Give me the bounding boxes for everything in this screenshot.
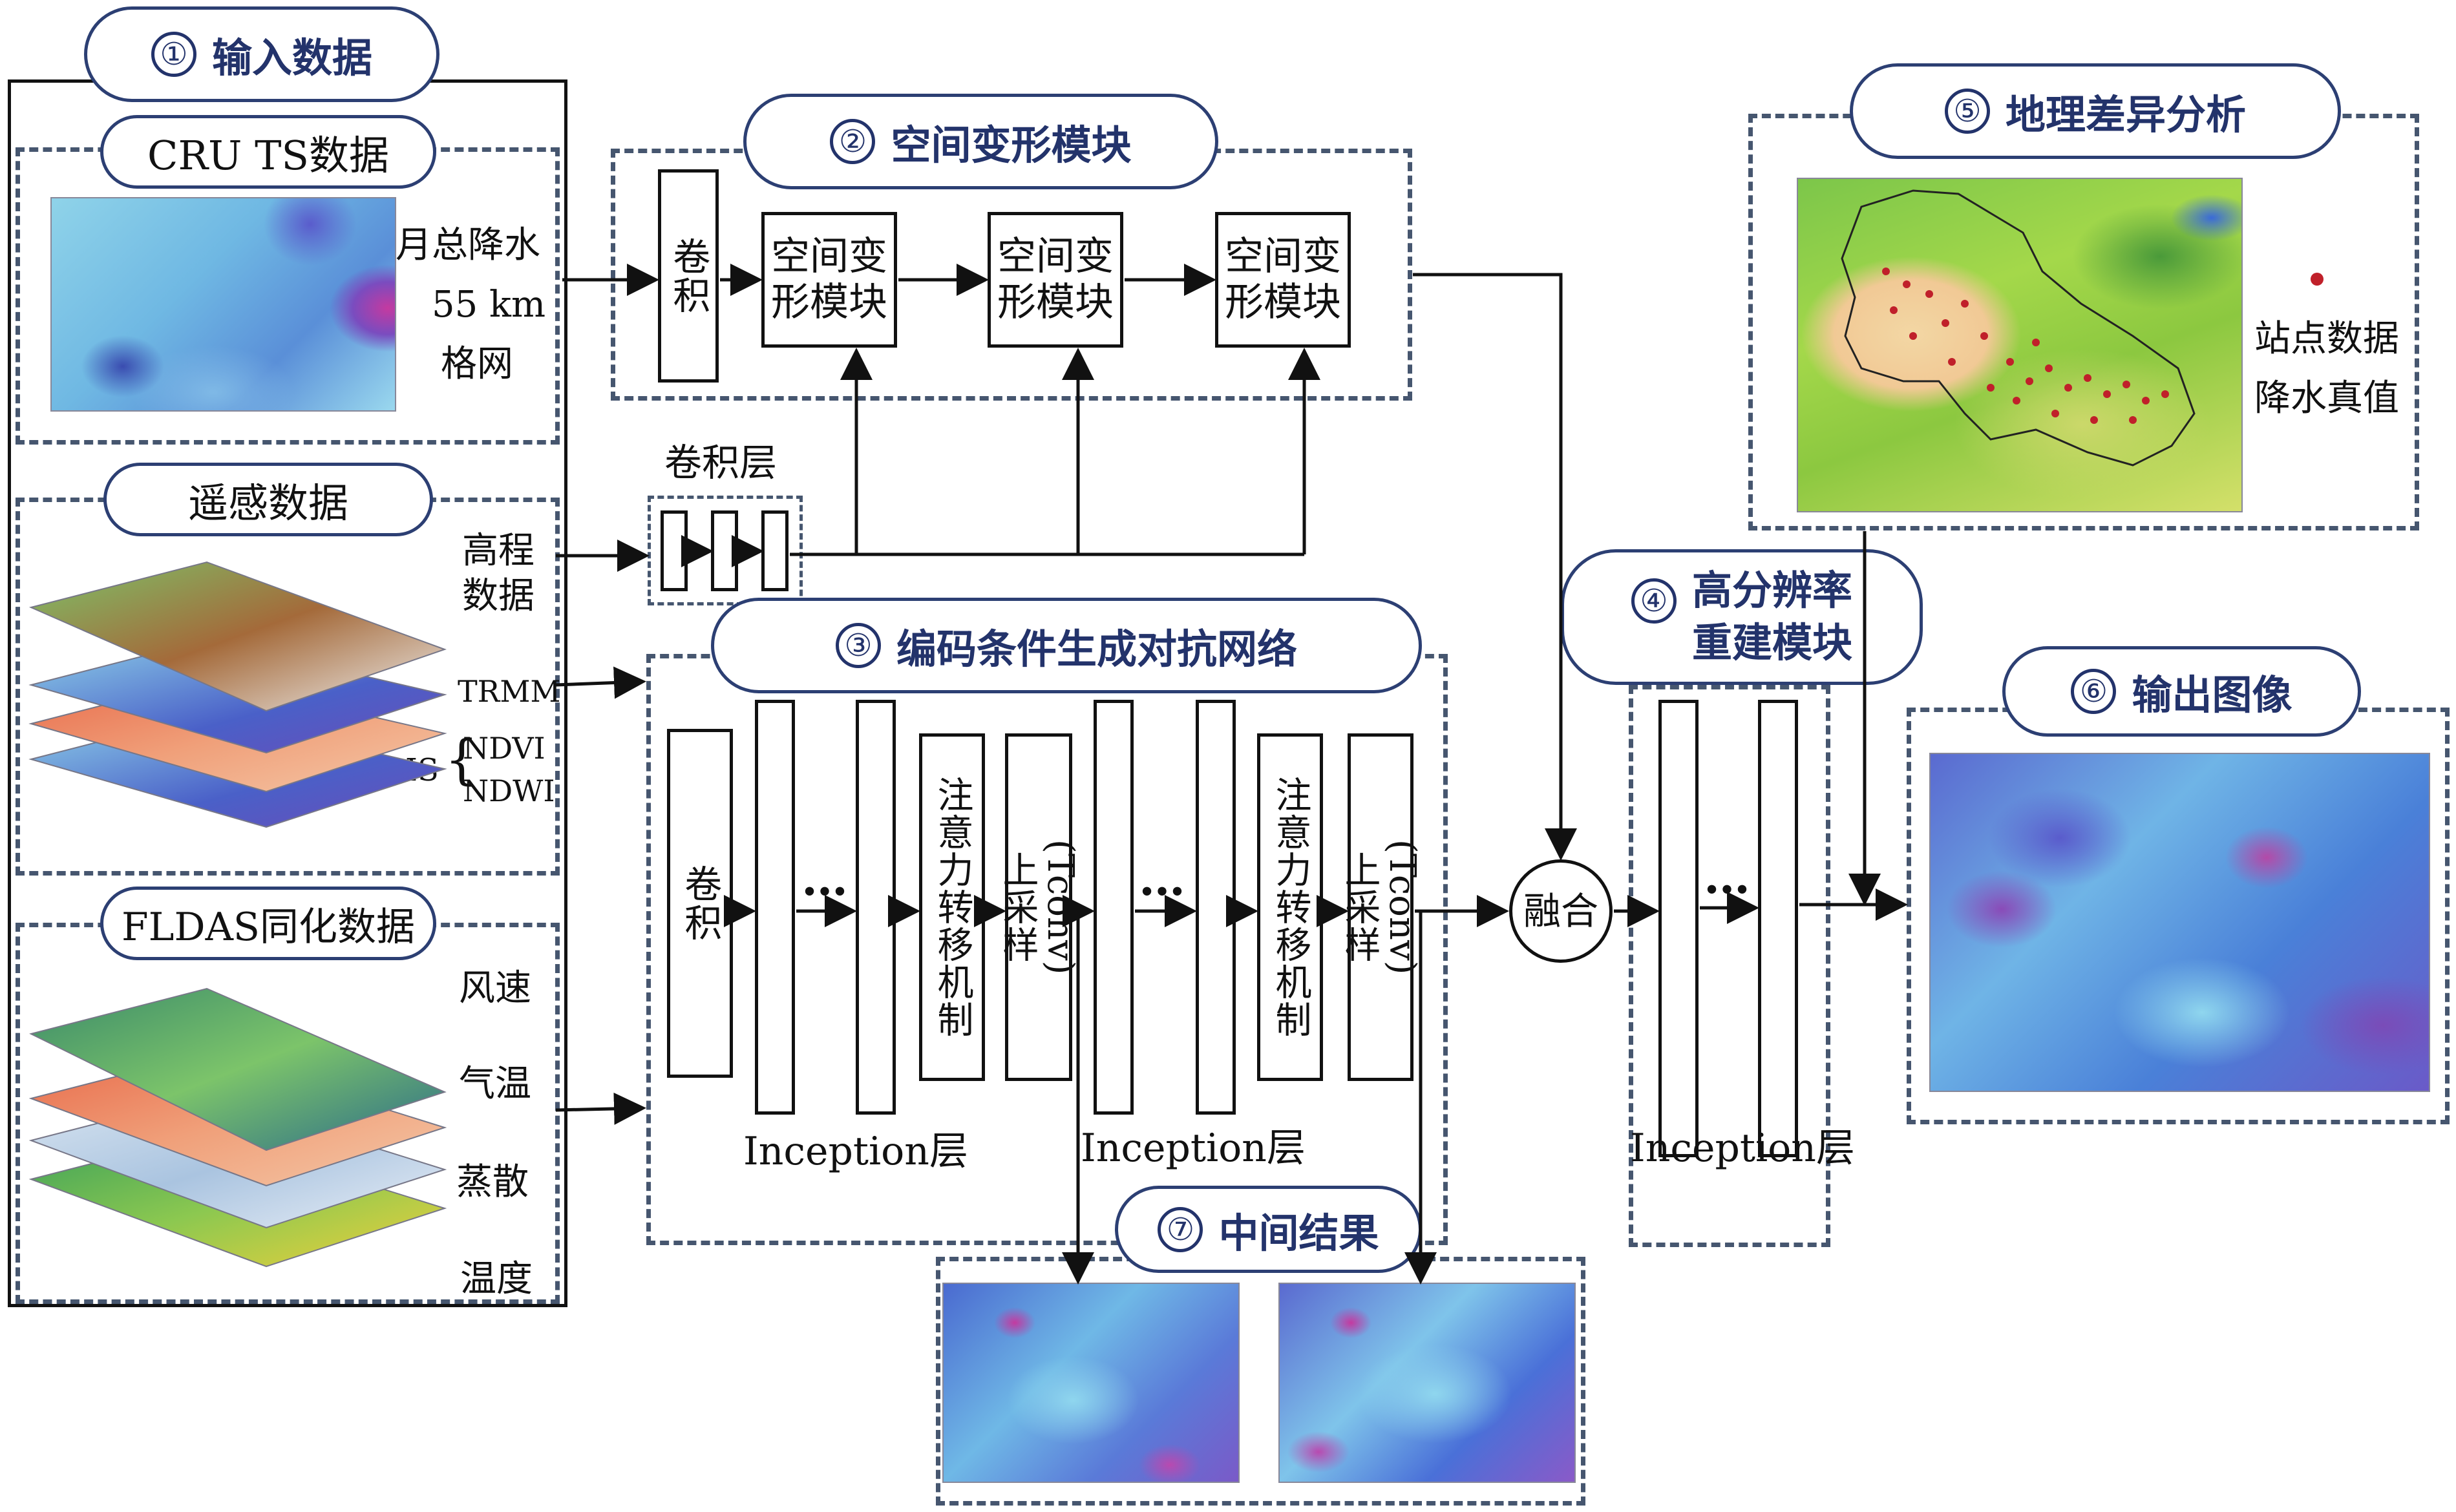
modis-brace: { bbox=[445, 730, 479, 791]
spatial-transform-block-2: 空间变 形模块 bbox=[988, 212, 1123, 348]
inception-label-3: Inception层 bbox=[1630, 1126, 1855, 1171]
intermediate-map-1 bbox=[942, 1283, 1240, 1483]
land-cover-station-map bbox=[1797, 178, 2243, 512]
inception-label-1: Inception层 bbox=[743, 1129, 968, 1174]
hires-title: ④ 高分辨率 重建模块 bbox=[1561, 549, 1923, 685]
ndwi-label: NDWI bbox=[463, 773, 555, 808]
section-number: ⑤ bbox=[1944, 89, 1990, 134]
hires-panel bbox=[1629, 685, 1830, 1247]
section-title: 编码条件生成对抗网络 bbox=[896, 625, 1297, 673]
section-number: ⑥ bbox=[2071, 669, 2117, 714]
spatial-transform-block-1: 空间变 形模块 bbox=[761, 212, 897, 348]
precip-truth-label: 降水真值 bbox=[2254, 377, 2399, 419]
inception-label-2: Inception层 bbox=[1081, 1126, 1306, 1171]
section-number: ④ bbox=[1631, 578, 1677, 624]
geo-analysis-title: ⑤ 地理差异分析 bbox=[1850, 63, 2341, 159]
inception-bar-3 bbox=[1094, 700, 1134, 1115]
ndvi-label: NDVI bbox=[463, 731, 545, 766]
section-title: 中间结果 bbox=[1218, 1209, 1379, 1257]
intermediate-results-title: ⑦ 中间结果 bbox=[1115, 1186, 1422, 1273]
attention-transfer-block-2: 注意力转移机制 bbox=[1257, 733, 1323, 1081]
wind-speed-layer bbox=[29, 987, 447, 1151]
spatial-conv-block: 卷积 bbox=[658, 169, 719, 383]
spatial-transform-block-3: 空间变 形模块 bbox=[1215, 212, 1351, 348]
station-dots bbox=[1882, 268, 2324, 424]
output-image-title: ⑥ 输出图像 bbox=[2002, 646, 2361, 737]
remote-sensing-layers bbox=[28, 561, 447, 828]
section-number: ⑦ bbox=[1158, 1206, 1203, 1252]
section-number: ③ bbox=[835, 623, 881, 668]
section-title: 空间变形模块 bbox=[891, 121, 1132, 169]
fldas-title: FLDAS同化数据 bbox=[100, 887, 436, 960]
cru-label-resolution: 55 km bbox=[432, 284, 546, 326]
section-title: 输入数据 bbox=[211, 34, 372, 81]
hires-inception-bar-2 bbox=[1758, 700, 1798, 1157]
spatial-module-title: ② 空间变形模块 bbox=[743, 94, 1218, 189]
cru-label-grid: 格网 bbox=[441, 343, 513, 385]
section-title: 高分辨率 重建模块 bbox=[1691, 567, 1852, 666]
arrows bbox=[555, 264, 1908, 1285]
evapotranspiration-label: 蒸散 bbox=[456, 1161, 529, 1203]
cru-label-monthly-precip: 月总降水 bbox=[396, 224, 540, 266]
station-data-label: 站点数据 bbox=[2254, 318, 2399, 360]
output-precipitation-map bbox=[1929, 753, 2430, 1092]
fusion-node: 融合 bbox=[1509, 859, 1613, 963]
cru-data-title: CRU TS数据 bbox=[100, 115, 436, 189]
cru-precipitation-map bbox=[50, 197, 396, 412]
upsample-block-2: 上采样(Tconv) bbox=[1339, 733, 1423, 1081]
gan-title: ③ 编码条件生成对抗网络 bbox=[711, 598, 1422, 693]
hires-inception-bar-1 bbox=[1658, 700, 1699, 1157]
trmm-label: TRMM bbox=[458, 674, 561, 709]
inception-bar-1 bbox=[755, 700, 795, 1115]
input-data-title: ① 输入数据 bbox=[84, 6, 439, 102]
fldas-layers bbox=[28, 987, 447, 1268]
air-temp-label: 气温 bbox=[459, 1063, 531, 1105]
upsample-block-1: 上采样(Tconv) bbox=[997, 733, 1081, 1081]
temperature-label: 温度 bbox=[460, 1258, 533, 1300]
section-title: 地理差异分析 bbox=[2005, 91, 2246, 138]
remote-sensing-title: 遥感数据 bbox=[103, 463, 433, 536]
section-number: ① bbox=[151, 32, 196, 77]
elevation-layer bbox=[28, 561, 447, 712]
elevation-label: 高程 数据 bbox=[462, 530, 535, 617]
wind-speed-label: 风速 bbox=[459, 967, 531, 1009]
section-number: ② bbox=[830, 119, 876, 164]
section-title: 输出图像 bbox=[2132, 671, 2292, 719]
conv-layer-label: 卷积层 bbox=[664, 441, 778, 485]
